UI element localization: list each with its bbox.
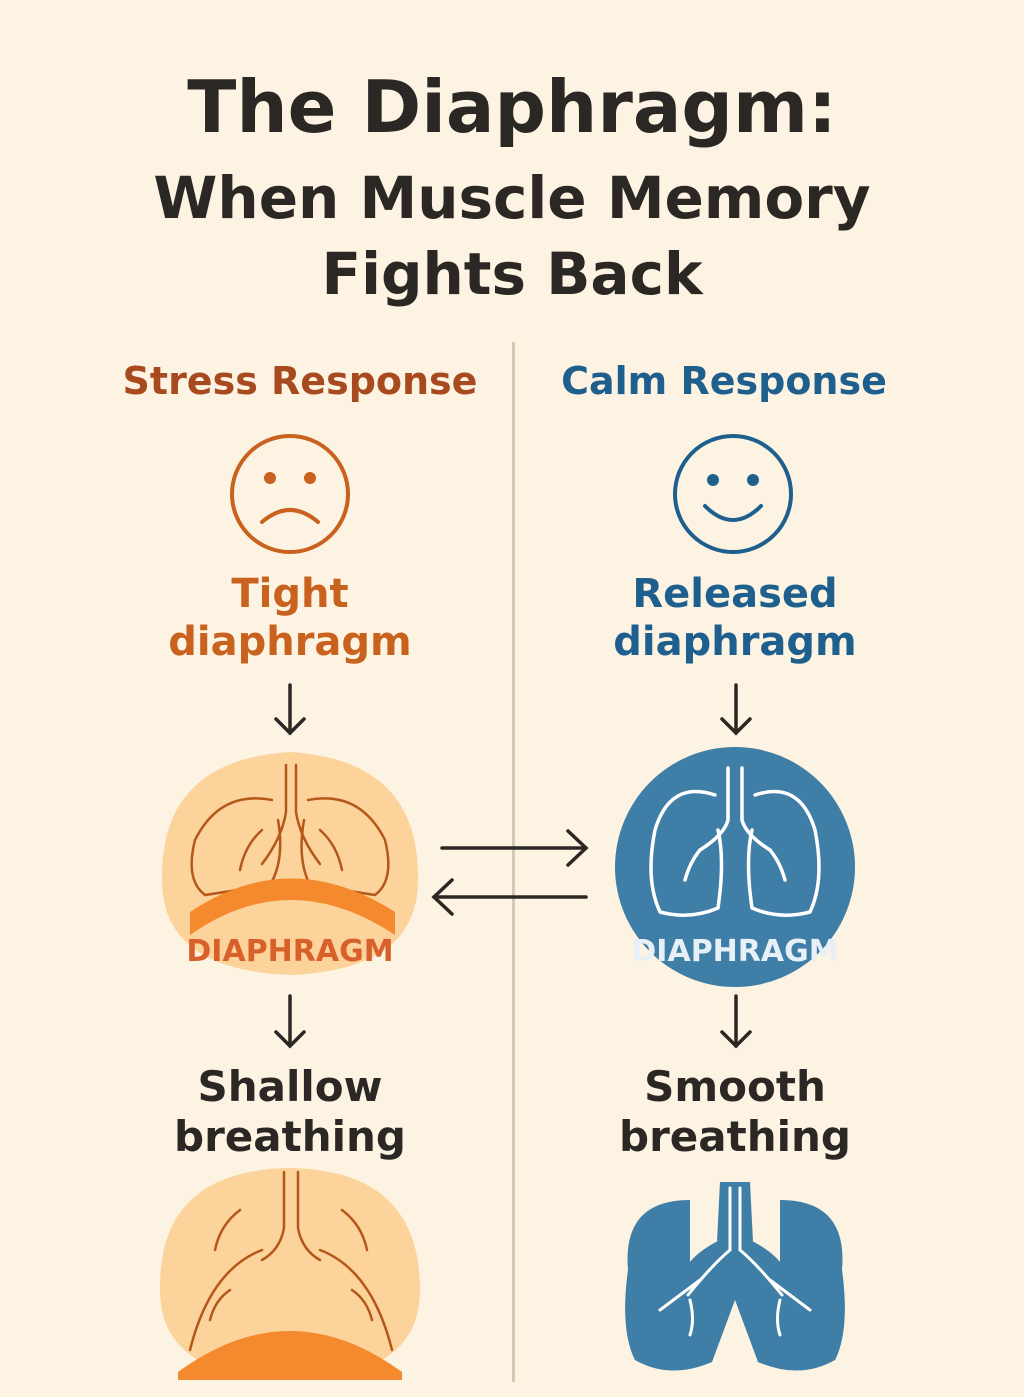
stress-diaphragm-caption: DIAPHRAGM bbox=[186, 934, 394, 969]
smiley-face-icon bbox=[673, 434, 793, 554]
shallow-breathing-label: Shallow breathing bbox=[174, 1062, 406, 1161]
page-subtitle-line-1: When Muscle Memory bbox=[153, 164, 871, 232]
down-arrow-icon bbox=[274, 683, 306, 736]
tight-diaphragm-illustration bbox=[161, 752, 419, 975]
released-diaphragm-label: Released diaphragm bbox=[613, 571, 857, 665]
page-subtitle-line-2: Fights Back bbox=[321, 240, 703, 308]
smooth-breathing-label: Smooth breathing bbox=[619, 1062, 851, 1161]
shallow-lungs-illustration bbox=[159, 1168, 420, 1380]
right-arrow-icon bbox=[440, 829, 589, 867]
calm-response-heading: Calm Response bbox=[561, 359, 887, 403]
smooth-lungs-illustration bbox=[625, 1182, 845, 1371]
down-arrow-icon bbox=[720, 994, 752, 1049]
calm-diaphragm-caption: DIAPHRAGM bbox=[631, 934, 839, 969]
released-diaphragm-illustration bbox=[615, 747, 855, 987]
left-arrow-icon bbox=[431, 878, 588, 916]
down-arrow-icon bbox=[274, 994, 306, 1049]
down-arrow-icon bbox=[720, 683, 752, 736]
column-divider bbox=[512, 342, 515, 1382]
sad-face-icon bbox=[230, 434, 350, 554]
page-title: The Diaphragm: bbox=[187, 65, 837, 149]
stress-response-heading: Stress Response bbox=[122, 359, 478, 403]
tight-diaphragm-label: Tight diaphragm bbox=[168, 571, 412, 665]
